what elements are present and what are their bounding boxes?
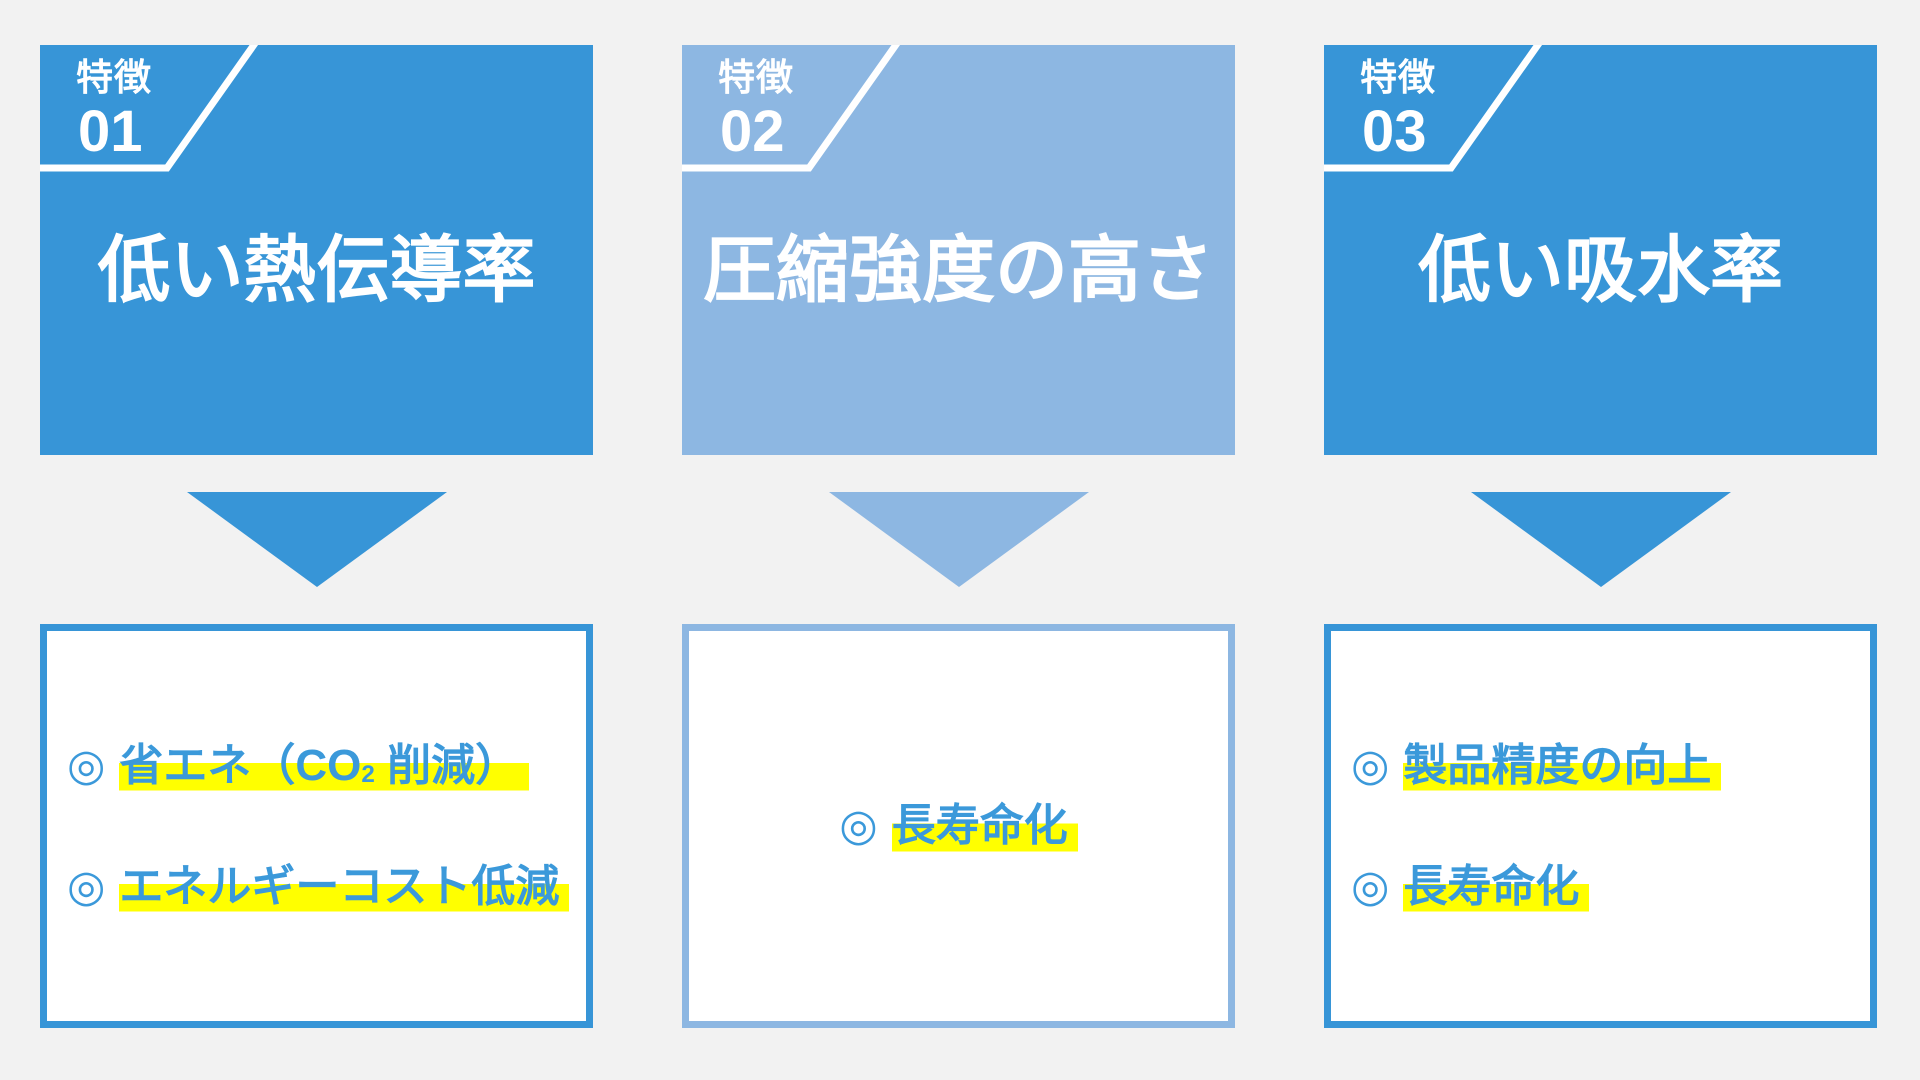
benefit-text: エネルギーコスト低減: [119, 858, 570, 916]
badge-slash-icon: [40, 45, 259, 172]
benefit-text-main: 製品精度の向上: [1403, 740, 1712, 790]
double-circle-icon: ◎: [1351, 740, 1390, 790]
badge-number: 01: [78, 99, 143, 164]
benefit-text-main: 長寿命化: [1403, 862, 1580, 911]
benefits-box-3: ◎ 製品精度の向上 ◎ 長寿命化: [1324, 624, 1877, 1028]
badge-number: 02: [720, 99, 785, 164]
double-circle-icon: ◎: [67, 862, 106, 911]
badge-label: 特徴: [718, 57, 794, 98]
feature-column-1: 特徴 01 低い熱伝導率 ◎ 省エネ（CO2 削減） ◎ エネルギーコスト低減: [40, 45, 593, 1028]
feature-header-2: 特徴 02 圧縮強度の高さ: [682, 45, 1235, 455]
badge-slash-icon: [682, 45, 901, 172]
benefit-text: 長寿命化: [1403, 858, 1590, 916]
feature-column-3: 特徴 03 低い吸水率 ◎ 製品精度の向上 ◎ 長寿命化: [1324, 45, 1877, 1028]
benefit-item: ◎ 省エネ（CO2 削減）: [67, 736, 578, 794]
double-circle-icon: ◎: [1351, 862, 1390, 911]
double-circle-icon: ◎: [67, 740, 106, 790]
feature-title: 低い熱伝導率: [97, 229, 536, 311]
benefit-text-tail: 削減）: [374, 740, 520, 790]
benefit-text: 省エネ（CO2 削減）: [119, 736, 530, 794]
benefits-box-2: ◎ 長寿命化: [682, 624, 1235, 1028]
feature-title: 低い吸水率: [1418, 229, 1783, 311]
benefit-text-main: 省エネ（CO: [119, 740, 362, 790]
down-arrow-icon: [1470, 492, 1731, 587]
benefit-item: ◎ 長寿命化: [839, 797, 1078, 855]
benefit-item: ◎ 製品精度の向上: [1351, 736, 1862, 794]
double-circle-icon: ◎: [839, 801, 878, 851]
benefit-text-main: エネルギーコスト低減: [119, 862, 560, 911]
feature-header-3: 特徴 03 低い吸水率: [1324, 45, 1877, 455]
benefits-box-1: ◎ 省エネ（CO2 削減） ◎ エネルギーコスト低減: [40, 624, 593, 1028]
benefit-text: 製品精度の向上: [1403, 736, 1722, 794]
feature-column-2: 特徴 02 圧縮強度の高さ ◎ 長寿命化: [682, 45, 1235, 1028]
down-arrow-icon: [186, 492, 447, 587]
benefit-item: ◎ 長寿命化: [1351, 858, 1862, 916]
down-arrow-icon: [828, 492, 1089, 587]
feature-title: 圧縮強度の高さ: [703, 229, 1214, 311]
badge-slash-icon: [1324, 45, 1543, 172]
badge-number: 03: [1362, 99, 1427, 164]
benefit-item: ◎ エネルギーコスト低減: [67, 858, 578, 916]
badge-label: 特徴: [76, 57, 152, 98]
badge-label: 特徴: [1360, 57, 1436, 98]
benefit-text-main: 長寿命化: [891, 801, 1068, 851]
benefit-text: 長寿命化: [891, 797, 1078, 855]
benefit-text-subscript: 2: [361, 761, 375, 789]
feature-header-1: 特徴 01 低い熱伝導率: [40, 45, 593, 455]
